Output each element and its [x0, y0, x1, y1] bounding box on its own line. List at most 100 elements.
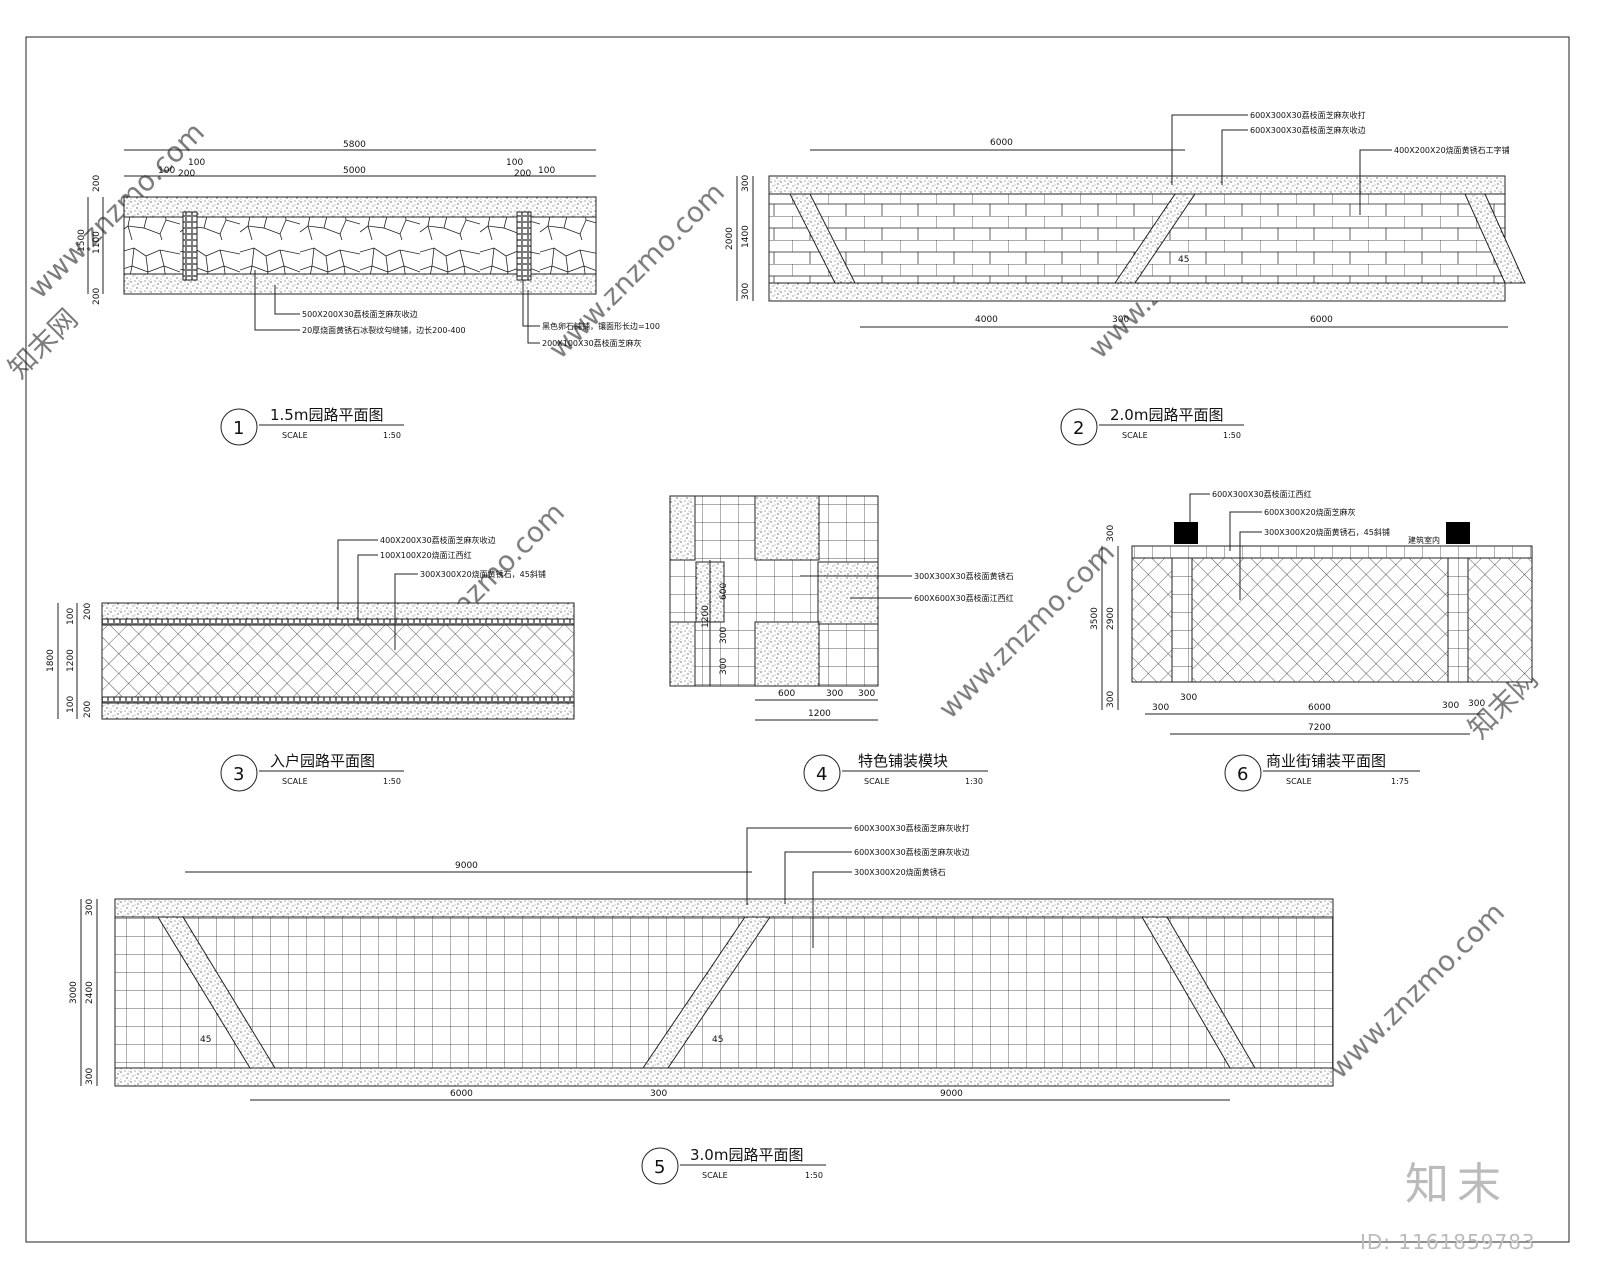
scale-label: SCALE [1286, 777, 1312, 786]
dim-text: 45 [200, 1035, 211, 1045]
scale-label: SCALE [702, 1171, 728, 1180]
sheet-border [25, 36, 1570, 1243]
dim-text: 1500 [77, 229, 87, 252]
note: 400X200X30荔枝面芝麻灰收边 [380, 535, 496, 545]
note: 600X300X30荔枝面江西红 [1212, 489, 1312, 499]
dim-text: 300 [1180, 693, 1197, 703]
dim-text: 45 [1178, 255, 1189, 265]
dim-text: 1400 [741, 225, 751, 248]
scale-label: SCALE [282, 431, 308, 440]
drawing-title: 1.5m园路平面图 [270, 406, 383, 424]
note: 300X300X20烧面黄锈石 [854, 867, 946, 877]
note: 300X300X20烧面黄锈石，45斜铺 [1264, 527, 1390, 537]
scale-value: 1:50 [383, 431, 401, 440]
drawing-number: 2 [1073, 418, 1084, 439]
dim-text: 100 [66, 608, 76, 625]
note: 200X100X30荔枝面芝麻灰 [542, 338, 642, 348]
note: 300X300X20烧面黄锈石，45斜铺 [420, 569, 546, 579]
note: 600X300X30荔枝面芝麻灰收打 [854, 823, 970, 833]
dim-text: 300 [650, 1089, 667, 1099]
note: 300X300X30荔枝面黄锈石 [914, 571, 1014, 581]
dim-text: 5800 [343, 140, 366, 150]
drawing-5: 9000 300 3000 2400 300 6000 300 9000 45 … [69, 823, 1334, 1185]
note: 500X200X30荔枝面芝麻灰收边 [302, 309, 418, 319]
note: 600X300X20烧面芝麻灰 [1264, 507, 1356, 517]
drawing-3: 1800 1200 100 200 100 200 400X200X30荔枝面芝… [46, 535, 575, 792]
dim-text: 300 [741, 283, 751, 300]
scale-value: 1:50 [383, 777, 401, 786]
dim-text: 200 [92, 175, 102, 192]
dim-text: 100 [188, 158, 205, 168]
dim-text: 1200 [66, 649, 76, 672]
dim-text: 300 [826, 689, 843, 699]
dim-text: 7200 [1308, 723, 1331, 733]
dim-text: 300 [85, 899, 95, 916]
dim-text: 300 [1152, 703, 1169, 713]
dim-text: 2400 [85, 981, 95, 1004]
dim-text: 4000 [975, 315, 998, 325]
dim-text: 300 [741, 175, 751, 192]
drawing-title: 入户园路平面图 [270, 752, 375, 770]
dim-text: 2900 [1106, 607, 1116, 630]
dim-text: 200 [92, 288, 102, 305]
dim-text: 300 [1112, 315, 1129, 325]
dim-text: 1200 [701, 605, 711, 628]
drawing-number: 4 [816, 764, 827, 785]
note: 600X300X30荔枝面芝麻灰收边 [1250, 125, 1366, 135]
drawing-6: 300 3500 2900 300 300 300 6000 300 300 7… [1090, 489, 1533, 792]
note: 建筑室内 [1408, 535, 1440, 545]
dim-text: 6000 [1308, 703, 1331, 713]
scale-label: SCALE [864, 777, 890, 786]
drawing-number: 3 [233, 764, 244, 785]
dim-text: 9000 [940, 1089, 963, 1099]
drawing-number: 5 [654, 1157, 665, 1178]
dim-text: 200 [83, 603, 93, 620]
dim-text: 6000 [990, 138, 1013, 148]
note: 600X600X30荔枝面江西红 [914, 593, 1014, 603]
brand-logo: 知末 [1405, 1148, 1565, 1218]
image-id: ID: 1161859783 [1360, 1230, 1536, 1254]
scale-label: SCALE [1122, 431, 1148, 440]
drawing-title: 特色铺装模块 [858, 752, 948, 770]
dim-text: 200 [83, 701, 93, 718]
drawing-number: 6 [1237, 764, 1248, 785]
dim-text: 600 [719, 583, 729, 600]
note: 600X300X30荔枝面芝麻灰收边 [854, 847, 970, 857]
dim-text: 300 [719, 658, 729, 675]
drawing-2: 6000 300 1400 2000 300 4000 300 6000 45 … [725, 110, 1526, 446]
drawing-title: 2.0m园路平面图 [1110, 406, 1223, 424]
scale-value: 1:75 [1391, 777, 1409, 786]
drawing-title: 3.0m园路平面图 [690, 1146, 803, 1164]
drawing-number: 1 [233, 418, 244, 439]
drawing-1: 5800 5000 100 200 100 100 200 100 1500 2… [77, 140, 660, 446]
dim-text: 2000 [725, 227, 735, 250]
dim-text: 3500 [1090, 607, 1100, 630]
dim-text: 100 [158, 166, 175, 176]
dim-text: 300 [719, 627, 729, 644]
dim-text: 300 [85, 1068, 95, 1085]
scale-value: 1:30 [965, 777, 983, 786]
dim-text: 300 [1468, 699, 1485, 709]
note: 黑色卵石铺铺，镶面形长边=100 [542, 321, 660, 331]
dim-text: 1800 [46, 649, 56, 672]
dim-text: 3000 [69, 981, 79, 1004]
logo-text: 知末 [1405, 1159, 1509, 1210]
dim-text: 1200 [808, 709, 831, 719]
dim-text: 300 [1442, 701, 1459, 711]
scale-value: 1:50 [805, 1171, 823, 1180]
dim-text: 6000 [1310, 315, 1333, 325]
dim-text: 9000 [455, 861, 478, 871]
dim-text: 600 [778, 689, 795, 699]
dim-text: 5000 [343, 166, 366, 176]
dim-text: 200 [178, 169, 195, 179]
dim-text: 300 [1106, 691, 1116, 708]
dim-text: 200 [514, 169, 531, 179]
dim-text: 300 [858, 689, 875, 699]
drawing-title: 商业街铺装平面图 [1266, 752, 1386, 770]
note: 20厚烧面黄锈石冰裂纹勾缝铺，边长200-400 [302, 325, 466, 335]
dim-text: 100 [506, 158, 523, 168]
watermark-brand: 知末网 [2, 302, 85, 385]
note: 100X100X20烧面江西红 [380, 550, 472, 560]
dim-text: 100 [538, 166, 555, 176]
